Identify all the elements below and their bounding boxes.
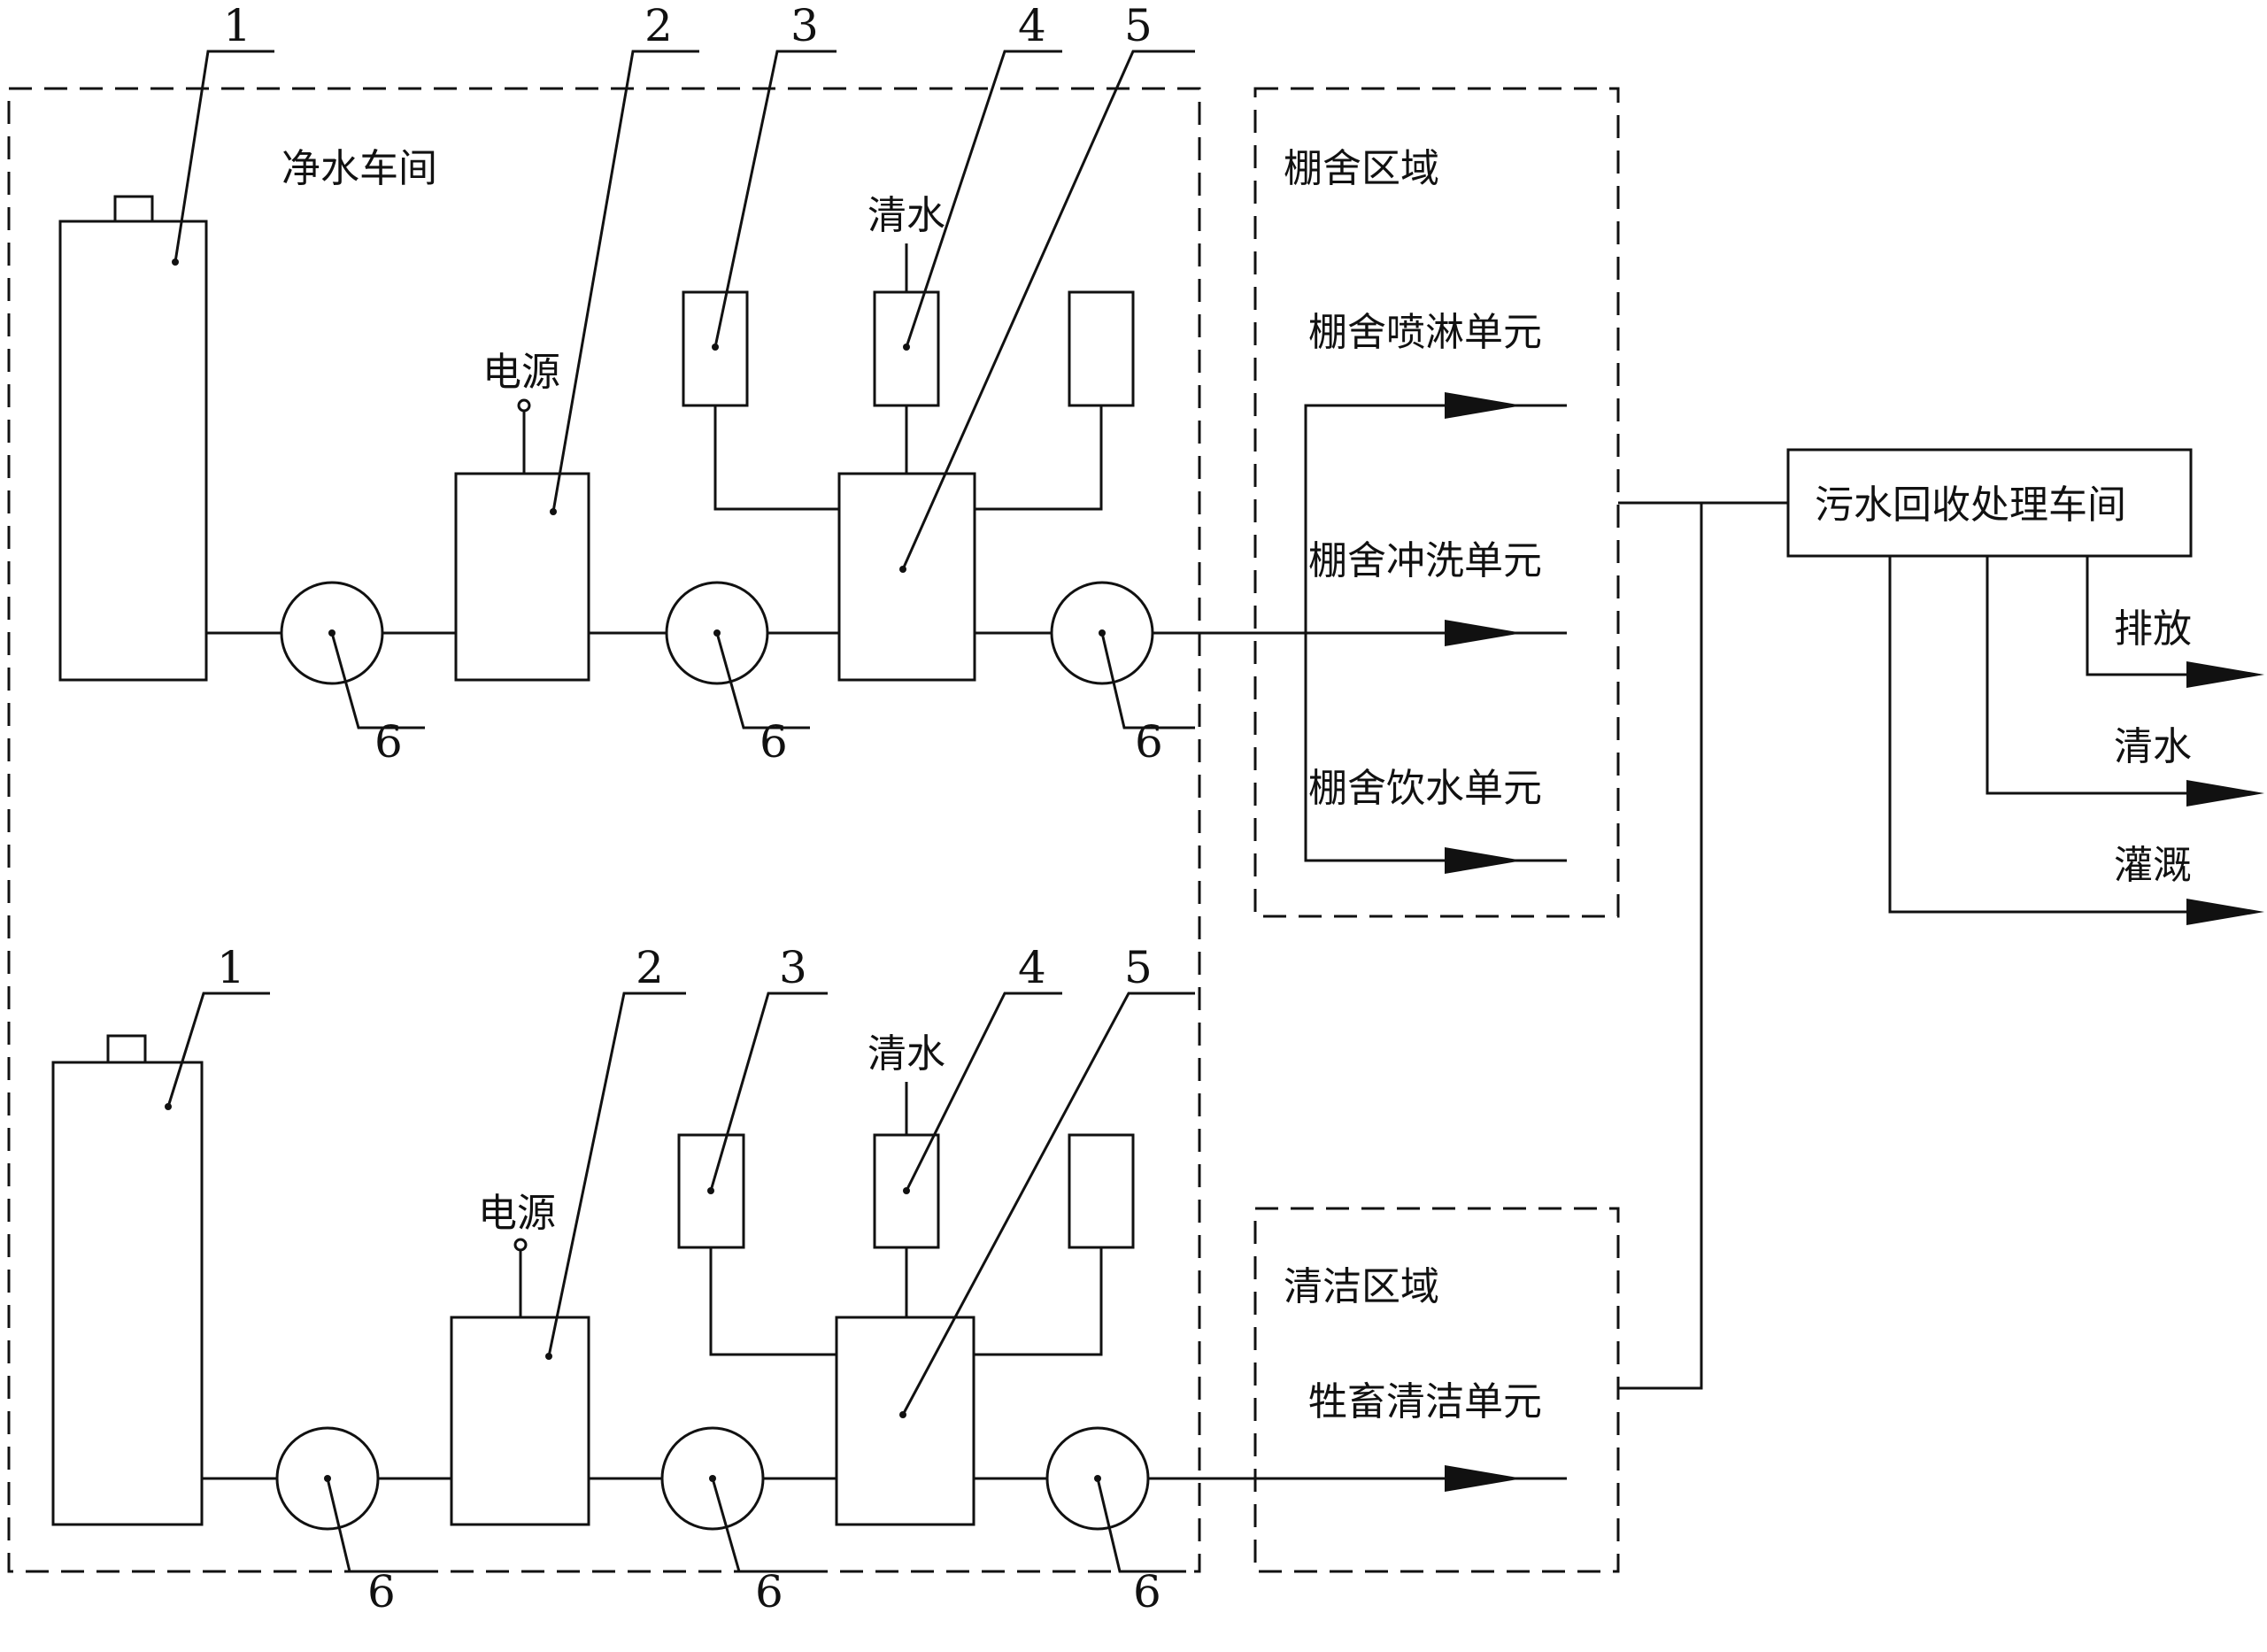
clean-area-label: 清洁区域 bbox=[1284, 1264, 1439, 1309]
auxiliary-unit bbox=[1068, 290, 1135, 407]
arrow-irrigation bbox=[2186, 899, 2264, 925]
callout-6: 6 bbox=[1135, 716, 1163, 768]
clear-water-label: 清水 bbox=[867, 193, 945, 238]
shed-area-label: 棚舍区域 bbox=[1284, 146, 1439, 191]
callout-6: 6 bbox=[367, 1566, 396, 1617]
shed-region bbox=[1253, 87, 1620, 918]
callout-3: 3 bbox=[790, 0, 819, 51]
callout-4: 4 bbox=[1018, 0, 1046, 51]
power-unit bbox=[454, 472, 590, 682]
mixing-unit bbox=[837, 472, 976, 682]
tank bbox=[58, 220, 208, 682]
top-treatment-line: 1 6 电源 2 6 5 3 清水 bbox=[58, 0, 1195, 768]
sewage-workshop-label: 污水回收处理车间 bbox=[1815, 482, 2126, 528]
power-terminal bbox=[517, 398, 531, 413]
workshop-label: 净水车间 bbox=[281, 146, 437, 191]
discharge-label: 排放 bbox=[2114, 606, 2192, 652]
sewage-collection: 污水回收处理车间 排放 清水 灌溉 bbox=[1618, 448, 2264, 1390]
power-label: 电源 bbox=[482, 350, 560, 395]
irrigation-label: 灌溉 bbox=[2114, 843, 2192, 888]
livestock-unit-label: 牲畜清洁单元 bbox=[1308, 1379, 1542, 1424]
callout-3: 3 bbox=[779, 942, 807, 993]
callout-4: 4 bbox=[1018, 942, 1046, 993]
callout-5: 5 bbox=[1124, 0, 1153, 51]
callout-2: 2 bbox=[636, 942, 664, 993]
flush-unit-label: 棚舍冲洗单元 bbox=[1308, 538, 1542, 583]
clean-region bbox=[1253, 1207, 1620, 1573]
arrow-drink bbox=[1445, 847, 1523, 874]
callout-6: 6 bbox=[755, 1566, 783, 1617]
arrow-flush bbox=[1445, 620, 1523, 646]
tank bbox=[51, 1061, 204, 1526]
auxiliary-unit bbox=[1068, 1133, 1135, 1249]
tank-leader bbox=[173, 50, 274, 263]
callout-6: 6 bbox=[760, 716, 788, 768]
callout-1: 1 bbox=[223, 0, 251, 51]
workshop-region bbox=[7, 87, 1201, 1573]
arrow-clear-water bbox=[2186, 780, 2264, 807]
mixing-unit bbox=[835, 1316, 975, 1526]
callout-6: 6 bbox=[1133, 1566, 1161, 1617]
callout-2: 2 bbox=[644, 0, 673, 51]
power-terminal bbox=[513, 1238, 528, 1252]
power-unit bbox=[450, 1316, 590, 1526]
tank-cap bbox=[106, 1034, 147, 1064]
clear-water-label: 清水 bbox=[867, 1031, 945, 1077]
arrow-spray bbox=[1445, 392, 1523, 419]
shed-distribution: 棚舍喷淋单元 棚舍冲洗单元 棚舍饮水单元 bbox=[1153, 310, 1567, 874]
clean-distribution: 牲畜清洁单元 bbox=[1148, 1379, 1567, 1492]
drink-unit-label: 棚舍饮水单元 bbox=[1308, 766, 1542, 811]
spray-unit-label: 棚舍喷淋单元 bbox=[1308, 310, 1542, 355]
callout-1: 1 bbox=[217, 942, 245, 993]
arrow-discharge bbox=[2186, 661, 2264, 688]
clear-water-out-label: 清水 bbox=[2114, 724, 2192, 769]
callout-6: 6 bbox=[374, 716, 403, 768]
arrow-livestock bbox=[1445, 1465, 1523, 1492]
sewage-workshop-box bbox=[1786, 448, 2193, 558]
tank-cap bbox=[113, 195, 154, 223]
bottom-treatment-line: 1 6 电源 2 6 5 3 清水 4 bbox=[51, 942, 1195, 1617]
power-label: 电源 bbox=[478, 1191, 556, 1236]
callout-5: 5 bbox=[1124, 942, 1153, 993]
